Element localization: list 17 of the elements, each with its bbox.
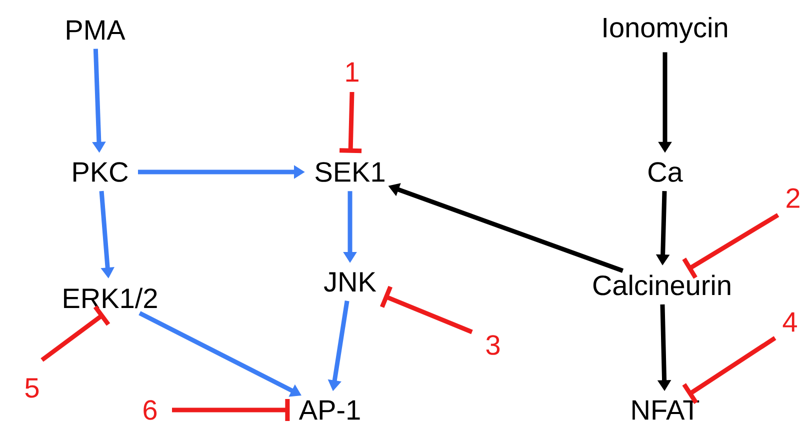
protein-label: PMA <box>66 20 126 40</box>
inhibitor-number: 2 <box>786 188 800 208</box>
protein-label: NFAT <box>632 400 700 420</box>
protein-label: JNK <box>324 272 376 292</box>
inhibitor-number: 3 <box>486 335 500 355</box>
protein-label: ERK1/2 <box>64 288 157 308</box>
inhibitor-number: 5 <box>25 378 39 398</box>
inhibitor-number: 1 <box>346 62 358 82</box>
inhibitor-number: 6 <box>144 400 157 420</box>
inhibitor-number: 4 <box>782 312 797 332</box>
protein-label: PKC <box>74 162 128 182</box>
protein-label: Calcineurin <box>593 274 730 296</box>
protein-label: SEK1 <box>315 162 384 182</box>
inhibition-line <box>172 399 290 421</box>
protein-label: Ca <box>648 162 683 182</box>
protein-label: Ionomycin <box>604 16 727 44</box>
protein-label: AP-1 <box>298 400 360 420</box>
